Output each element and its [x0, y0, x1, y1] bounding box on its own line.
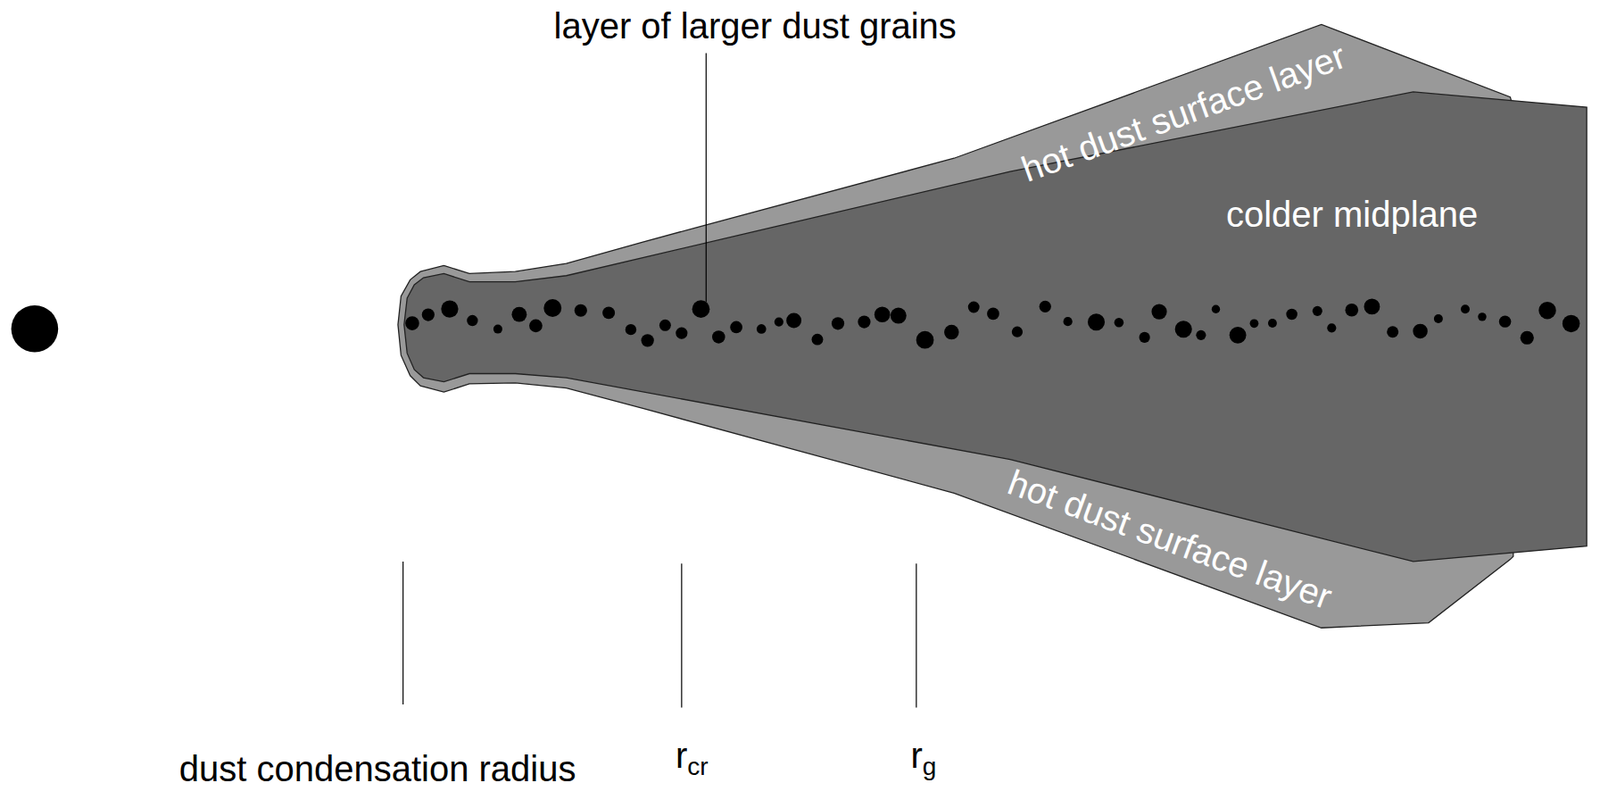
callout-label: layer of larger dust grains	[554, 6, 957, 46]
leader-line	[402, 561, 404, 705]
region-label: colder midplane	[1226, 194, 1478, 234]
radius-symbol: rcr	[675, 735, 709, 775]
leader-line	[680, 563, 682, 707]
midplane-region: colder midplane	[1226, 194, 1478, 234]
midplane-shape	[404, 91, 1587, 562]
radius-symbol: rg	[910, 735, 937, 775]
radius-label: dust condensation radius	[163, 748, 592, 788]
dust-grains	[405, 298, 1580, 349]
leader-line	[915, 563, 917, 707]
leader-line	[705, 52, 707, 302]
central-star	[11, 305, 59, 353]
